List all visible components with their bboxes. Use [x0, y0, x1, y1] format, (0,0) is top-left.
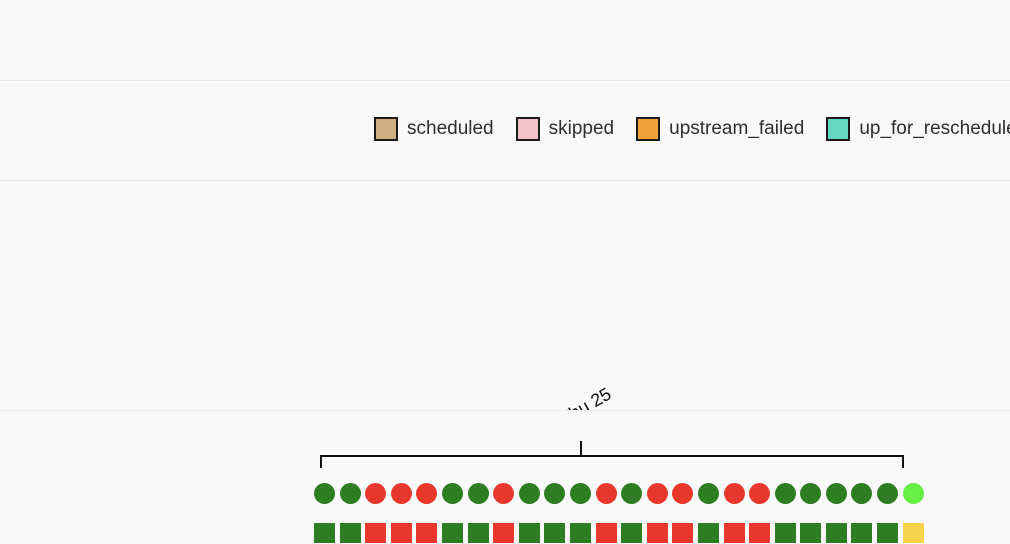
dag-runs-marker-success[interactable]	[851, 482, 873, 504]
task-instances-marker-success[interactable]	[314, 523, 335, 543]
task-instances-marker-success[interactable]	[339, 523, 361, 543]
dag-runs-marker-success[interactable]	[467, 482, 489, 504]
task-instances-marker-success[interactable]	[544, 523, 566, 543]
axis-cap-left	[320, 455, 322, 468]
header-divider	[0, 80, 1010, 81]
dag-runs-marker-success[interactable]	[774, 482, 796, 504]
footer-divider	[0, 410, 1010, 411]
chart-band	[0, 181, 1010, 410]
task-instances-marker-success[interactable]	[518, 523, 540, 543]
task-instances-marker-success[interactable]	[877, 523, 899, 543]
task-instances-marker-success[interactable]	[441, 523, 463, 543]
task-instances-marker-success[interactable]	[851, 523, 873, 543]
axis-line	[320, 455, 904, 457]
runs-timeline: Thu 25	[0, 181, 1010, 543]
task-instances-marker-success[interactable]	[467, 523, 489, 543]
dag-runs-marker-success[interactable]	[621, 482, 643, 504]
axis-tick-mark	[580, 441, 582, 456]
task-instances-marker-success[interactable]	[774, 523, 796, 543]
task-instances-marker-failed[interactable]	[416, 523, 438, 543]
skipped-swatch-icon	[515, 117, 540, 141]
header-band	[0, 0, 1010, 80]
task-instance-marker-row	[314, 522, 924, 544]
footer-band	[0, 411, 1010, 426]
timeline-axis-bracket	[320, 441, 904, 469]
dag-runs-marker-success[interactable]	[441, 482, 463, 504]
legend-item-up-for-reschedule[interactable]: up_for_reschedule	[826, 117, 1010, 141]
dag-runs-marker-failed[interactable]	[365, 482, 387, 504]
dag-runs-marker-success[interactable]	[544, 482, 566, 504]
dag-runs-marker-success[interactable]	[825, 482, 847, 504]
dag-runs-marker-success[interactable]	[569, 482, 591, 504]
dag-run-marker-row	[314, 481, 924, 505]
dag-runs-marker-success[interactable]	[697, 482, 719, 504]
dag-runs-marker-success[interactable]	[518, 482, 540, 504]
legend-label-scheduled: scheduled	[407, 118, 494, 139]
dag-runs-marker-success[interactable]	[877, 482, 899, 504]
dag-runs-marker-failed[interactable]	[672, 482, 694, 504]
legend-label-upstream-failed: upstream_failed	[669, 118, 805, 139]
task-instances-marker-queued[interactable]	[902, 523, 924, 543]
task-instances-marker-success[interactable]	[569, 523, 591, 543]
legend-label-skipped: skipped	[548, 118, 615, 139]
task-instances-marker-success[interactable]	[621, 523, 643, 543]
task-instances-marker-failed[interactable]	[390, 523, 412, 543]
task-instances-marker-failed[interactable]	[646, 523, 668, 543]
up-for-reschedule-swatch-icon	[826, 117, 851, 141]
dag-runs-marker-success[interactable]	[800, 482, 822, 504]
task-instances-marker-success[interactable]	[697, 523, 719, 543]
legend-item-scheduled[interactable]: scheduled	[374, 117, 494, 141]
task-instances-marker-failed[interactable]	[723, 523, 745, 543]
task-instances-marker-failed[interactable]	[672, 523, 694, 543]
task-instances-marker-failed[interactable]	[493, 523, 515, 543]
task-instances-marker-success[interactable]	[800, 523, 822, 543]
axis-cap-right	[902, 455, 904, 468]
dag-runs-marker-failed[interactable]	[390, 482, 412, 504]
status-legend: scheduled skipped upstream_failed up_for…	[374, 112, 1010, 146]
task-instances-marker-failed[interactable]	[365, 523, 387, 543]
dag-runs-marker-failed[interactable]	[646, 482, 668, 504]
task-instances-marker-failed[interactable]	[749, 523, 771, 543]
legend-item-skipped[interactable]: skipped	[515, 117, 615, 141]
dag-runs-marker-failed[interactable]	[493, 482, 515, 504]
task-instances-marker-failed[interactable]	[595, 523, 617, 543]
dag-runs-marker-failed[interactable]	[595, 482, 617, 504]
dag-runs-marker-success[interactable]	[314, 482, 335, 504]
dag-runs-marker-running[interactable]	[902, 482, 924, 504]
dag-runs-marker-success[interactable]	[339, 482, 361, 504]
dag-runs-marker-failed[interactable]	[416, 482, 438, 504]
legend-label-up-for-reschedule: up_for_reschedule	[859, 118, 1010, 139]
dag-runs-marker-failed[interactable]	[723, 482, 745, 504]
scheduled-swatch-icon	[374, 117, 398, 141]
legend-divider	[0, 180, 1010, 181]
task-instances-marker-success[interactable]	[825, 523, 847, 543]
legend-item-upstream-failed[interactable]: upstream_failed	[636, 117, 804, 141]
upstream-failed-swatch-icon	[636, 117, 661, 141]
dag-runs-marker-failed[interactable]	[749, 482, 771, 504]
